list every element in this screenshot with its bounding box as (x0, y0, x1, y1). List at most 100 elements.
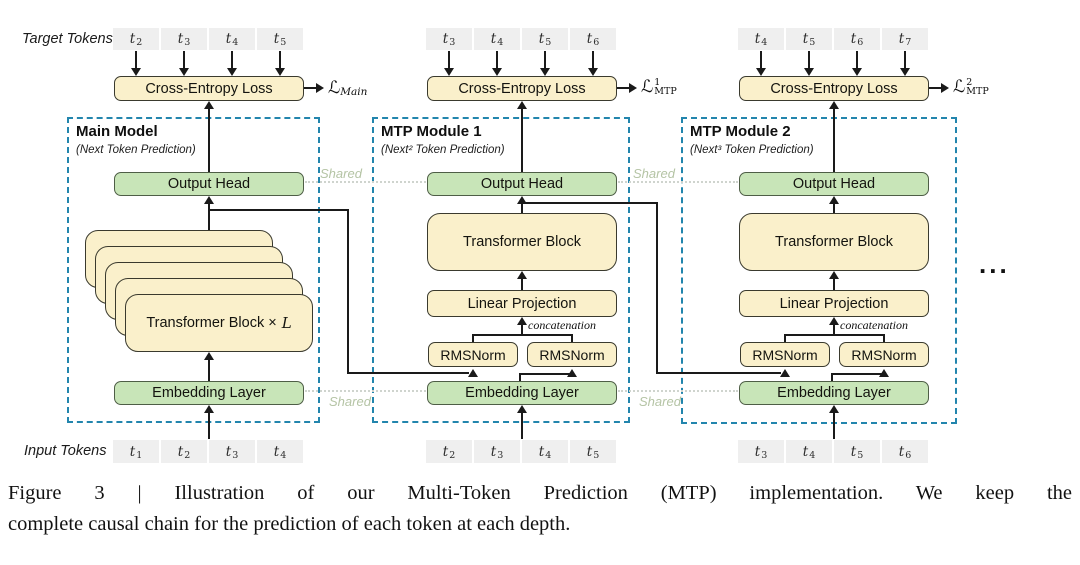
arrowhead-up-icon (468, 369, 478, 377)
caption-line-2: complete causal chain for the prediction… (8, 513, 571, 535)
token-letter: t (850, 443, 857, 460)
stack-label-text: Transformer Block × (146, 315, 277, 331)
connector-line (279, 51, 281, 68)
token-letter: t (129, 443, 136, 460)
token-subscript: 4 (232, 37, 239, 48)
connector-line (833, 109, 835, 172)
loss-subscript: MTP (966, 86, 989, 97)
connector-line (521, 109, 523, 172)
arrowhead-down-icon (179, 68, 189, 76)
token-letter: t (490, 443, 497, 460)
connector-line (208, 204, 210, 230)
connector-line (521, 202, 658, 204)
token-subscript: 5 (545, 37, 552, 48)
connector-line (208, 360, 210, 381)
connector-line (592, 51, 594, 68)
input-tokens-label: Input Tokens (24, 443, 107, 459)
box-label: RMSNorm (752, 346, 818, 363)
connector-line (135, 51, 137, 68)
shared-dotted-line (305, 181, 426, 183)
connector-line (760, 51, 762, 68)
token-subscript: 6 (905, 449, 912, 461)
shared-label: Shared (320, 166, 362, 181)
transformer-block-box: Transformer Block (427, 213, 617, 271)
shared-label: Shared (329, 394, 371, 409)
box-label: Output Head (792, 176, 876, 192)
rmsnorm-right-box: RMSNorm (839, 342, 929, 367)
arrowhead-up-icon (829, 317, 839, 325)
token-letter: t (802, 443, 809, 460)
token-subscript: 5 (280, 37, 287, 48)
connector-line (183, 51, 185, 68)
box-label: Linear Projection (467, 295, 577, 312)
box-label: Output Head (480, 176, 564, 192)
box-label: Output Head (167, 176, 251, 192)
box-label: RMSNorm (851, 346, 917, 363)
token-letter: t (442, 443, 449, 460)
arrowhead-down-icon (492, 68, 502, 76)
connector-line (656, 203, 658, 374)
connector-line (521, 325, 523, 336)
caption-line-1: Figure 3 | Illustration of our Multi-Tok… (8, 482, 1072, 504)
arrowhead-down-icon (900, 68, 910, 76)
connector-line (472, 335, 474, 342)
shared-dotted-line (618, 390, 738, 392)
connector-line (496, 51, 498, 68)
connector-line (784, 335, 786, 342)
arrowhead-up-icon (517, 317, 527, 325)
connector-line (521, 279, 523, 290)
token-subscript: 5 (809, 37, 816, 48)
arrowhead-up-icon (829, 405, 839, 413)
module-subtitle: (Next³ Token Prediction) (690, 144, 814, 156)
module-frame (681, 117, 957, 424)
arrowhead-down-icon (275, 68, 285, 76)
token-letter: t (898, 443, 905, 460)
token-subscript: 2 (136, 37, 143, 48)
arrowhead-right-icon (629, 83, 637, 93)
concatenation-label: concatenation (528, 318, 596, 332)
token-subscript: 5 (593, 449, 600, 461)
module-subtitle: (Next Token Prediction) (76, 144, 196, 156)
module-frame (372, 117, 630, 423)
token-letter: t (586, 31, 593, 47)
module-title: MTP Module 2 (690, 123, 791, 140)
arrowhead-up-icon (517, 196, 527, 204)
box-label: RMSNorm (440, 346, 506, 363)
cross-entropy-loss-box: Cross-Entropy Loss (739, 76, 929, 101)
token-subscript: 4 (809, 449, 816, 461)
arrowhead-up-icon (780, 369, 790, 377)
concatenation-label: concatenation (840, 318, 908, 332)
target-tokens-label: Target Tokens (22, 31, 113, 47)
module-title: Main Model (76, 123, 158, 140)
token-subscript: 5 (857, 449, 864, 461)
shared-dotted-line (305, 390, 426, 392)
output-head-box: Output Head (427, 172, 617, 196)
connector-line (304, 87, 316, 89)
arrowhead-down-icon (756, 68, 766, 76)
arrowhead-down-icon (540, 68, 550, 76)
connector-line (856, 51, 858, 68)
box-label: Cross-Entropy Loss (458, 80, 586, 97)
rmsnorm-left-box: RMSNorm (428, 342, 518, 367)
connector-line (208, 209, 349, 211)
box-label: Linear Projection (779, 295, 889, 312)
module-frame (67, 117, 320, 423)
cross-entropy-loss-box: Cross-Entropy Loss (427, 76, 617, 101)
token-letter: t (273, 31, 280, 47)
token-letter: t (802, 31, 809, 47)
